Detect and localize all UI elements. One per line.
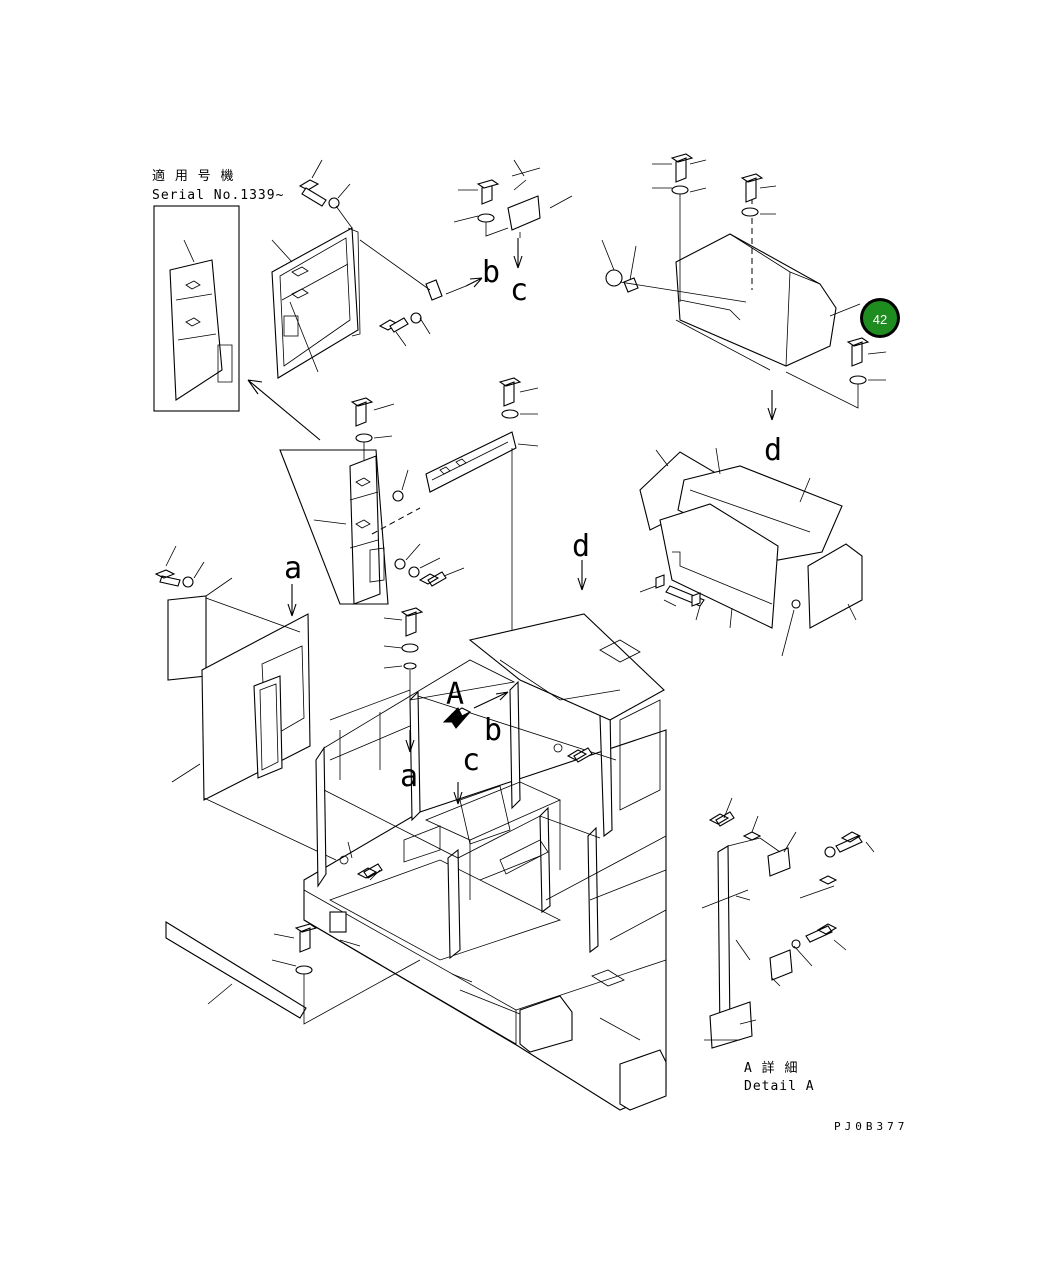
bolt-door-bottom bbox=[378, 312, 431, 347]
hinge-bracket-b bbox=[359, 239, 483, 301]
view-label-d-mid: d bbox=[572, 529, 590, 564]
view-label-c-bottom: c bbox=[462, 743, 480, 778]
detail-caption-en: Detail A bbox=[744, 1079, 815, 1094]
inset-box bbox=[153, 205, 240, 412]
view-label-A: A bbox=[446, 677, 464, 712]
serial-note-jp: 適 用 号 機 bbox=[152, 168, 234, 184]
arrow-A-marker bbox=[442, 707, 471, 729]
view-label-b-top: b bbox=[482, 255, 500, 290]
bolt-door-top bbox=[298, 159, 353, 229]
bolt-frame-center bbox=[383, 607, 424, 753]
arrow-b-bottom bbox=[473, 691, 509, 709]
view-label-c-top: c bbox=[510, 273, 528, 308]
view-label-a-top: a bbox=[284, 551, 302, 586]
detail-caption-jp: A 詳 細 bbox=[744, 1060, 798, 1076]
main-frame bbox=[303, 613, 667, 1111]
callout-marker-42: 42 bbox=[860, 298, 900, 338]
top-bracket-plate bbox=[425, 377, 539, 640]
callout-number: 42 bbox=[873, 312, 887, 327]
door-panel-upper bbox=[271, 227, 361, 379]
arrow-d-mid bbox=[577, 560, 587, 591]
top-cover-right bbox=[601, 153, 887, 409]
left-door bbox=[154, 545, 337, 861]
inset-arrow bbox=[247, 379, 321, 441]
arrow-a-top bbox=[287, 584, 297, 617]
lower-plate bbox=[165, 921, 421, 1025]
cover-set-exploded bbox=[639, 447, 863, 657]
detail-A bbox=[701, 797, 875, 1049]
side-panel-box bbox=[279, 397, 465, 605]
arrow-c-bottom bbox=[453, 782, 463, 805]
serial-note-en: Serial No.1339~ bbox=[152, 188, 284, 203]
arrow-d-top bbox=[767, 390, 777, 421]
view-label-b-bottom: b bbox=[484, 713, 502, 748]
latch-assembly-c bbox=[453, 159, 573, 269]
view-label-d-top: d bbox=[764, 433, 782, 468]
drawing-code: PJ0B377 bbox=[834, 1120, 908, 1133]
view-label-a-bottom: a bbox=[400, 759, 418, 794]
